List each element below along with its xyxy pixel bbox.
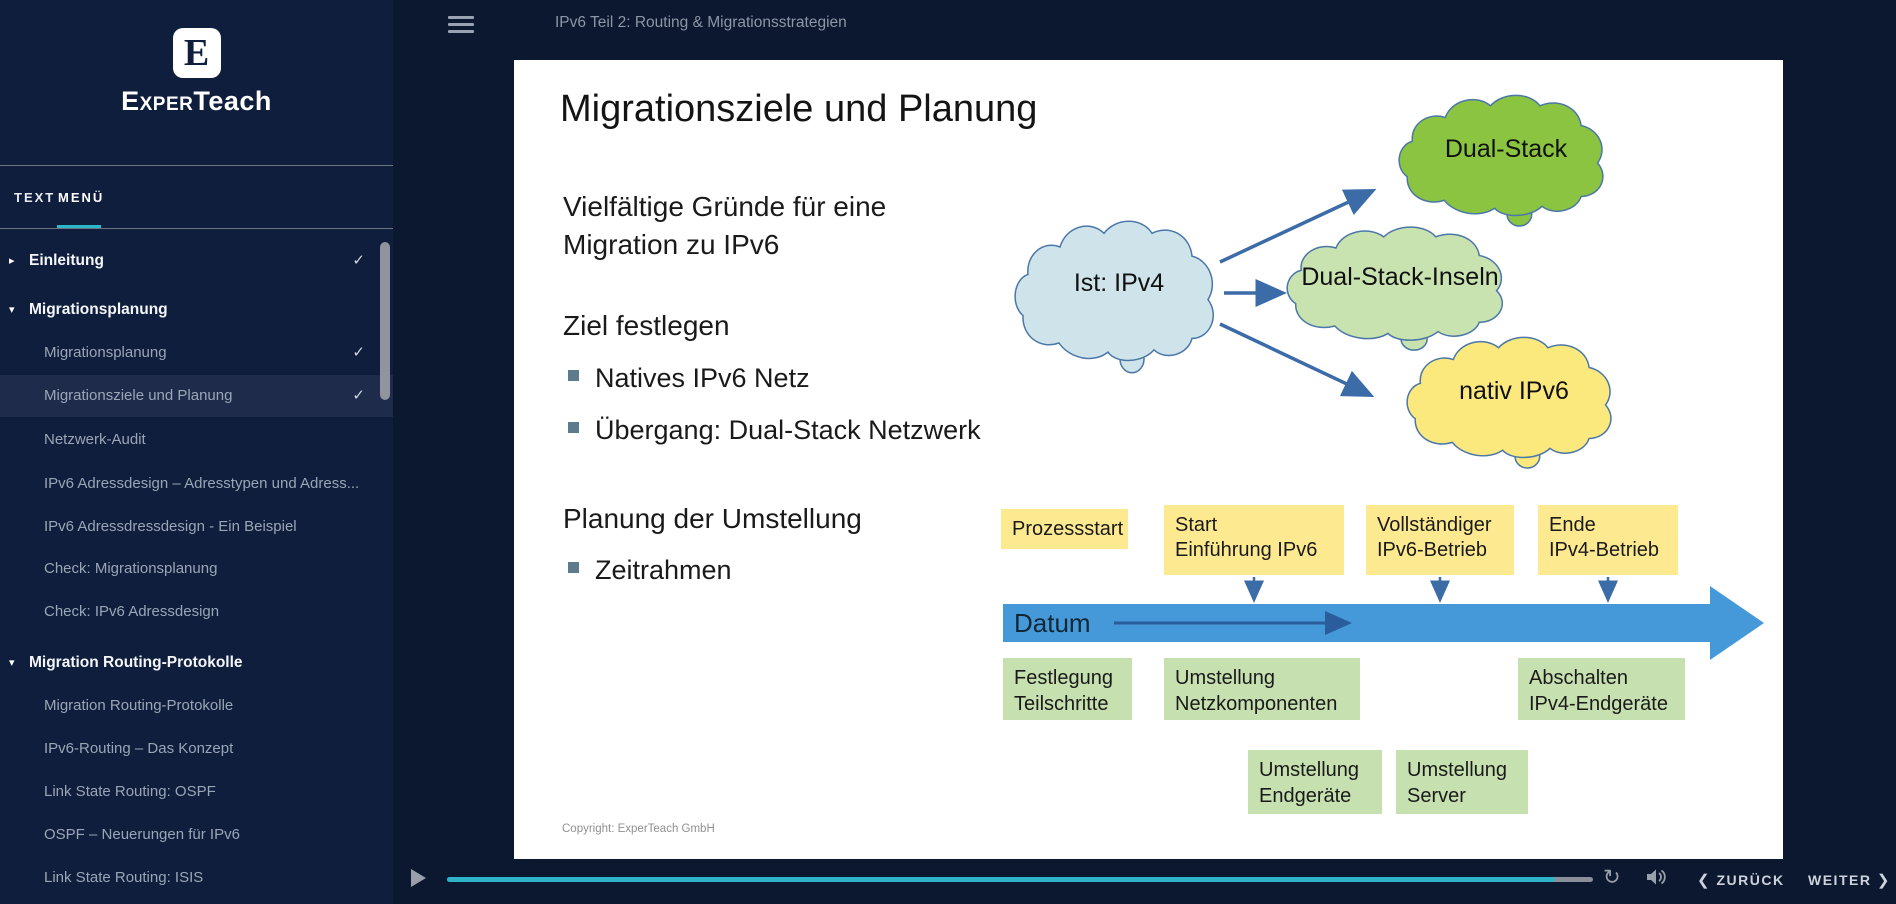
- sidebar-item-netzwerk-audit[interactable]: Netzwerk-Audit: [0, 419, 393, 461]
- cloud-dual-stack-inseln: Dual-Stack-Inseln: [1286, 222, 1514, 352]
- sidebar-item-migrationsplanung[interactable]: ▾ Migrationsplanung: [0, 289, 393, 331]
- sidebar-item-label: Migrationsplanung: [29, 301, 168, 318]
- sidebar-item-label: Check: Migrationsplanung: [44, 560, 218, 577]
- slide: Migrationsziele und Planung Vielfältige …: [514, 60, 1783, 859]
- cloud-ist-ipv4: Ist: IPv4: [1014, 215, 1224, 375]
- phase-festlegung-teilschritte: Festlegung Teilschritte: [1003, 658, 1132, 720]
- sidebar-item-label: Migrationsziele und Planung: [44, 387, 233, 404]
- sidebar-item-label: Check: IPv6 Adressdesign: [44, 603, 220, 620]
- chevron-left-icon: ❮: [1697, 872, 1712, 889]
- check-icon: ✓: [352, 344, 365, 361]
- experteach-logo: E ExperTeach: [0, 28, 393, 117]
- timeline-axis-label: Datum: [1014, 608, 1091, 638]
- square-bullet-icon: [568, 562, 579, 573]
- sidebar-item-label: Link State Routing: ISIS: [44, 869, 204, 886]
- brand-suffix: Teach: [193, 86, 272, 116]
- chevron-down-icon: ▾: [9, 304, 15, 316]
- sidebar-item-check-migrationsplanung[interactable]: Check: Migrationsplanung: [0, 548, 393, 590]
- replay-icon[interactable]: ↻: [1603, 866, 1621, 889]
- sidebar: E ExperTeach TEXT MENÜ ▸ Einleitung ✓ ▾ …: [0, 0, 393, 904]
- brand-name: ExperTeach: [0, 86, 393, 117]
- check-icon: ✓: [352, 252, 365, 269]
- tab-menu[interactable]: MENÜ: [58, 190, 105, 205]
- bullet-item: Übergang: Dual-Stack Netzwerk: [568, 415, 981, 446]
- slide-intro: Vielfältige Gründe für eine Migration zu…: [563, 191, 887, 260]
- milestone-ende-ipv4: Ende IPv4-Betrieb: [1538, 505, 1678, 575]
- cloud-nativ-ipv6: nativ IPv6: [1406, 332, 1622, 470]
- next-button[interactable]: WEITER ❯: [1808, 871, 1891, 889]
- play-button[interactable]: [411, 869, 426, 887]
- sidebar-item-label: IPv6-Routing – Das Konzept: [44, 740, 234, 757]
- progress-fill: [447, 877, 1556, 882]
- hamburger-icon[interactable]: [448, 16, 474, 33]
- heading-planung-der-umstellung: Planung der Umstellung: [563, 503, 862, 534]
- divider: [0, 165, 393, 166]
- timeline-bar: [1003, 604, 1710, 642]
- sidebar-item-migration-routing-protokolle[interactable]: ▾ Migration Routing-Protokolle: [0, 642, 393, 684]
- sidebar-item-isis[interactable]: Link State Routing: ISIS: [0, 857, 393, 899]
- sidebar-item-label: Migration Routing-Protokolle: [44, 697, 234, 714]
- phase-abschalten-ipv4-endgeraete: Abschalten IPv4-Endgeräte: [1518, 658, 1685, 720]
- sidebar-item-label: Migration Routing-Protokolle: [29, 654, 243, 671]
- next-label: WEITER: [1808, 872, 1872, 888]
- course-title: IPv6 Teil 2: Routing & Migrationsstrateg…: [555, 14, 847, 31]
- active-tab-underline: [57, 225, 101, 228]
- sidebar-item-label: Migrationsplanung: [44, 344, 167, 361]
- square-bullet-icon: [568, 422, 579, 433]
- sidebar-item-migrationsplanung-sub[interactable]: Migrationsplanung ✓: [0, 332, 393, 374]
- sidebar-item-label: OSPF – Neuerungen für IPv6: [44, 826, 240, 843]
- tab-text[interactable]: TEXT: [14, 190, 56, 205]
- milestone-prozessstart: Prozessstart: [1001, 509, 1128, 549]
- chevron-right-icon: ▸: [9, 255, 15, 267]
- bullet-text: Zeitrahmen: [595, 555, 732, 585]
- copyright-text: Copyright: ExperTeach GmbH: [562, 823, 715, 835]
- volume-icon[interactable]: [1646, 868, 1668, 891]
- timeline-arrowhead: [1710, 586, 1764, 660]
- cloud-dual-stack: Dual-Stack: [1398, 90, 1614, 228]
- cloud-label: Ist: IPv4: [1073, 269, 1165, 298]
- cloud-label: Dual-Stack-Inseln: [1301, 263, 1499, 292]
- sidebar-scrollbar[interactable]: [380, 242, 390, 400]
- course-menu: ▸ Einleitung ✓ ▾ Migrationsplanung Migra…: [0, 230, 393, 904]
- sidebar-item-migration-routing-protokolle-sub[interactable]: Migration Routing-Protokolle: [0, 685, 393, 727]
- sidebar-item-ipv6-adressdesign[interactable]: IPv6 Adressdesign – Adresstypen und Adre…: [0, 463, 393, 505]
- chevron-right-icon: ❯: [1876, 872, 1891, 889]
- phase-umstellung-endgeraete: Umstellung Endgeräte: [1248, 750, 1382, 814]
- heading-ziel-festlegen: Ziel festlegen: [563, 310, 730, 341]
- cloud-label: nativ IPv6: [1459, 376, 1569, 405]
- sidebar-item-adressdesign-beispiel[interactable]: IPv6 Adressdressdesign - Ein Beispiel: [0, 506, 393, 548]
- sidebar-item-einleitung[interactable]: ▸ Einleitung ✓: [0, 240, 393, 282]
- sidebar-item-ospf-neuerungen[interactable]: OSPF – Neuerungen für IPv6: [0, 814, 393, 856]
- back-label: ZURÜCK: [1716, 872, 1785, 888]
- sidebar-item-label: Einleitung: [29, 252, 104, 269]
- cloud-label: Dual-Stack: [1444, 134, 1568, 163]
- brand-prefix: Exper: [121, 86, 194, 116]
- check-icon: ✓: [352, 387, 365, 404]
- milestone-start-einfuehrung: Start Einführung IPv6: [1164, 505, 1344, 575]
- progress-bar[interactable]: [447, 877, 1593, 882]
- milestone-vollstaendiger-betrieb: Vollständiger IPv6-Betrieb: [1366, 505, 1514, 575]
- phase-umstellung-netzkomponenten: Umstellung Netzkomponenten: [1164, 658, 1360, 720]
- bullet-item: Zeitrahmen: [568, 555, 732, 586]
- sidebar-item-check-ipv6-adressdesign[interactable]: Check: IPv6 Adressdesign: [0, 591, 393, 633]
- sidebar-item-label: IPv6 Adressdressdesign - Ein Beispiel: [44, 518, 297, 535]
- bullet-item: Natives IPv6 Netz: [568, 363, 810, 394]
- bullet-text: Übergang: Dual-Stack Netzwerk: [595, 415, 981, 445]
- divider: [0, 228, 393, 229]
- sidebar-item-ipv6-routing-konzept[interactable]: IPv6-Routing – Das Konzept: [0, 728, 393, 770]
- sidebar-item-migrationsziele-und-planung[interactable]: Migrationsziele und Planung ✓: [0, 375, 393, 417]
- phase-umstellung-server: Umstellung Server: [1396, 750, 1528, 814]
- sidebar-item-label: IPv6 Adressdesign – Adresstypen und Adre…: [44, 475, 360, 492]
- sidebar-item-label: Netzwerk-Audit: [44, 431, 146, 448]
- chevron-down-icon: ▾: [9, 657, 15, 669]
- sidebar-tabs: TEXT MENÜ: [0, 188, 393, 228]
- sidebar-item-ospf[interactable]: Link State Routing: OSPF: [0, 771, 393, 813]
- back-button[interactable]: ❮ ZURÜCK: [1697, 871, 1785, 889]
- slide-title: Migrationsziele und Planung: [560, 88, 1038, 130]
- square-bullet-icon: [568, 370, 579, 381]
- experteach-logo-icon: E: [172, 28, 221, 78]
- bullet-text: Natives IPv6 Netz: [595, 363, 810, 393]
- sidebar-item-label: Link State Routing: OSPF: [44, 783, 216, 800]
